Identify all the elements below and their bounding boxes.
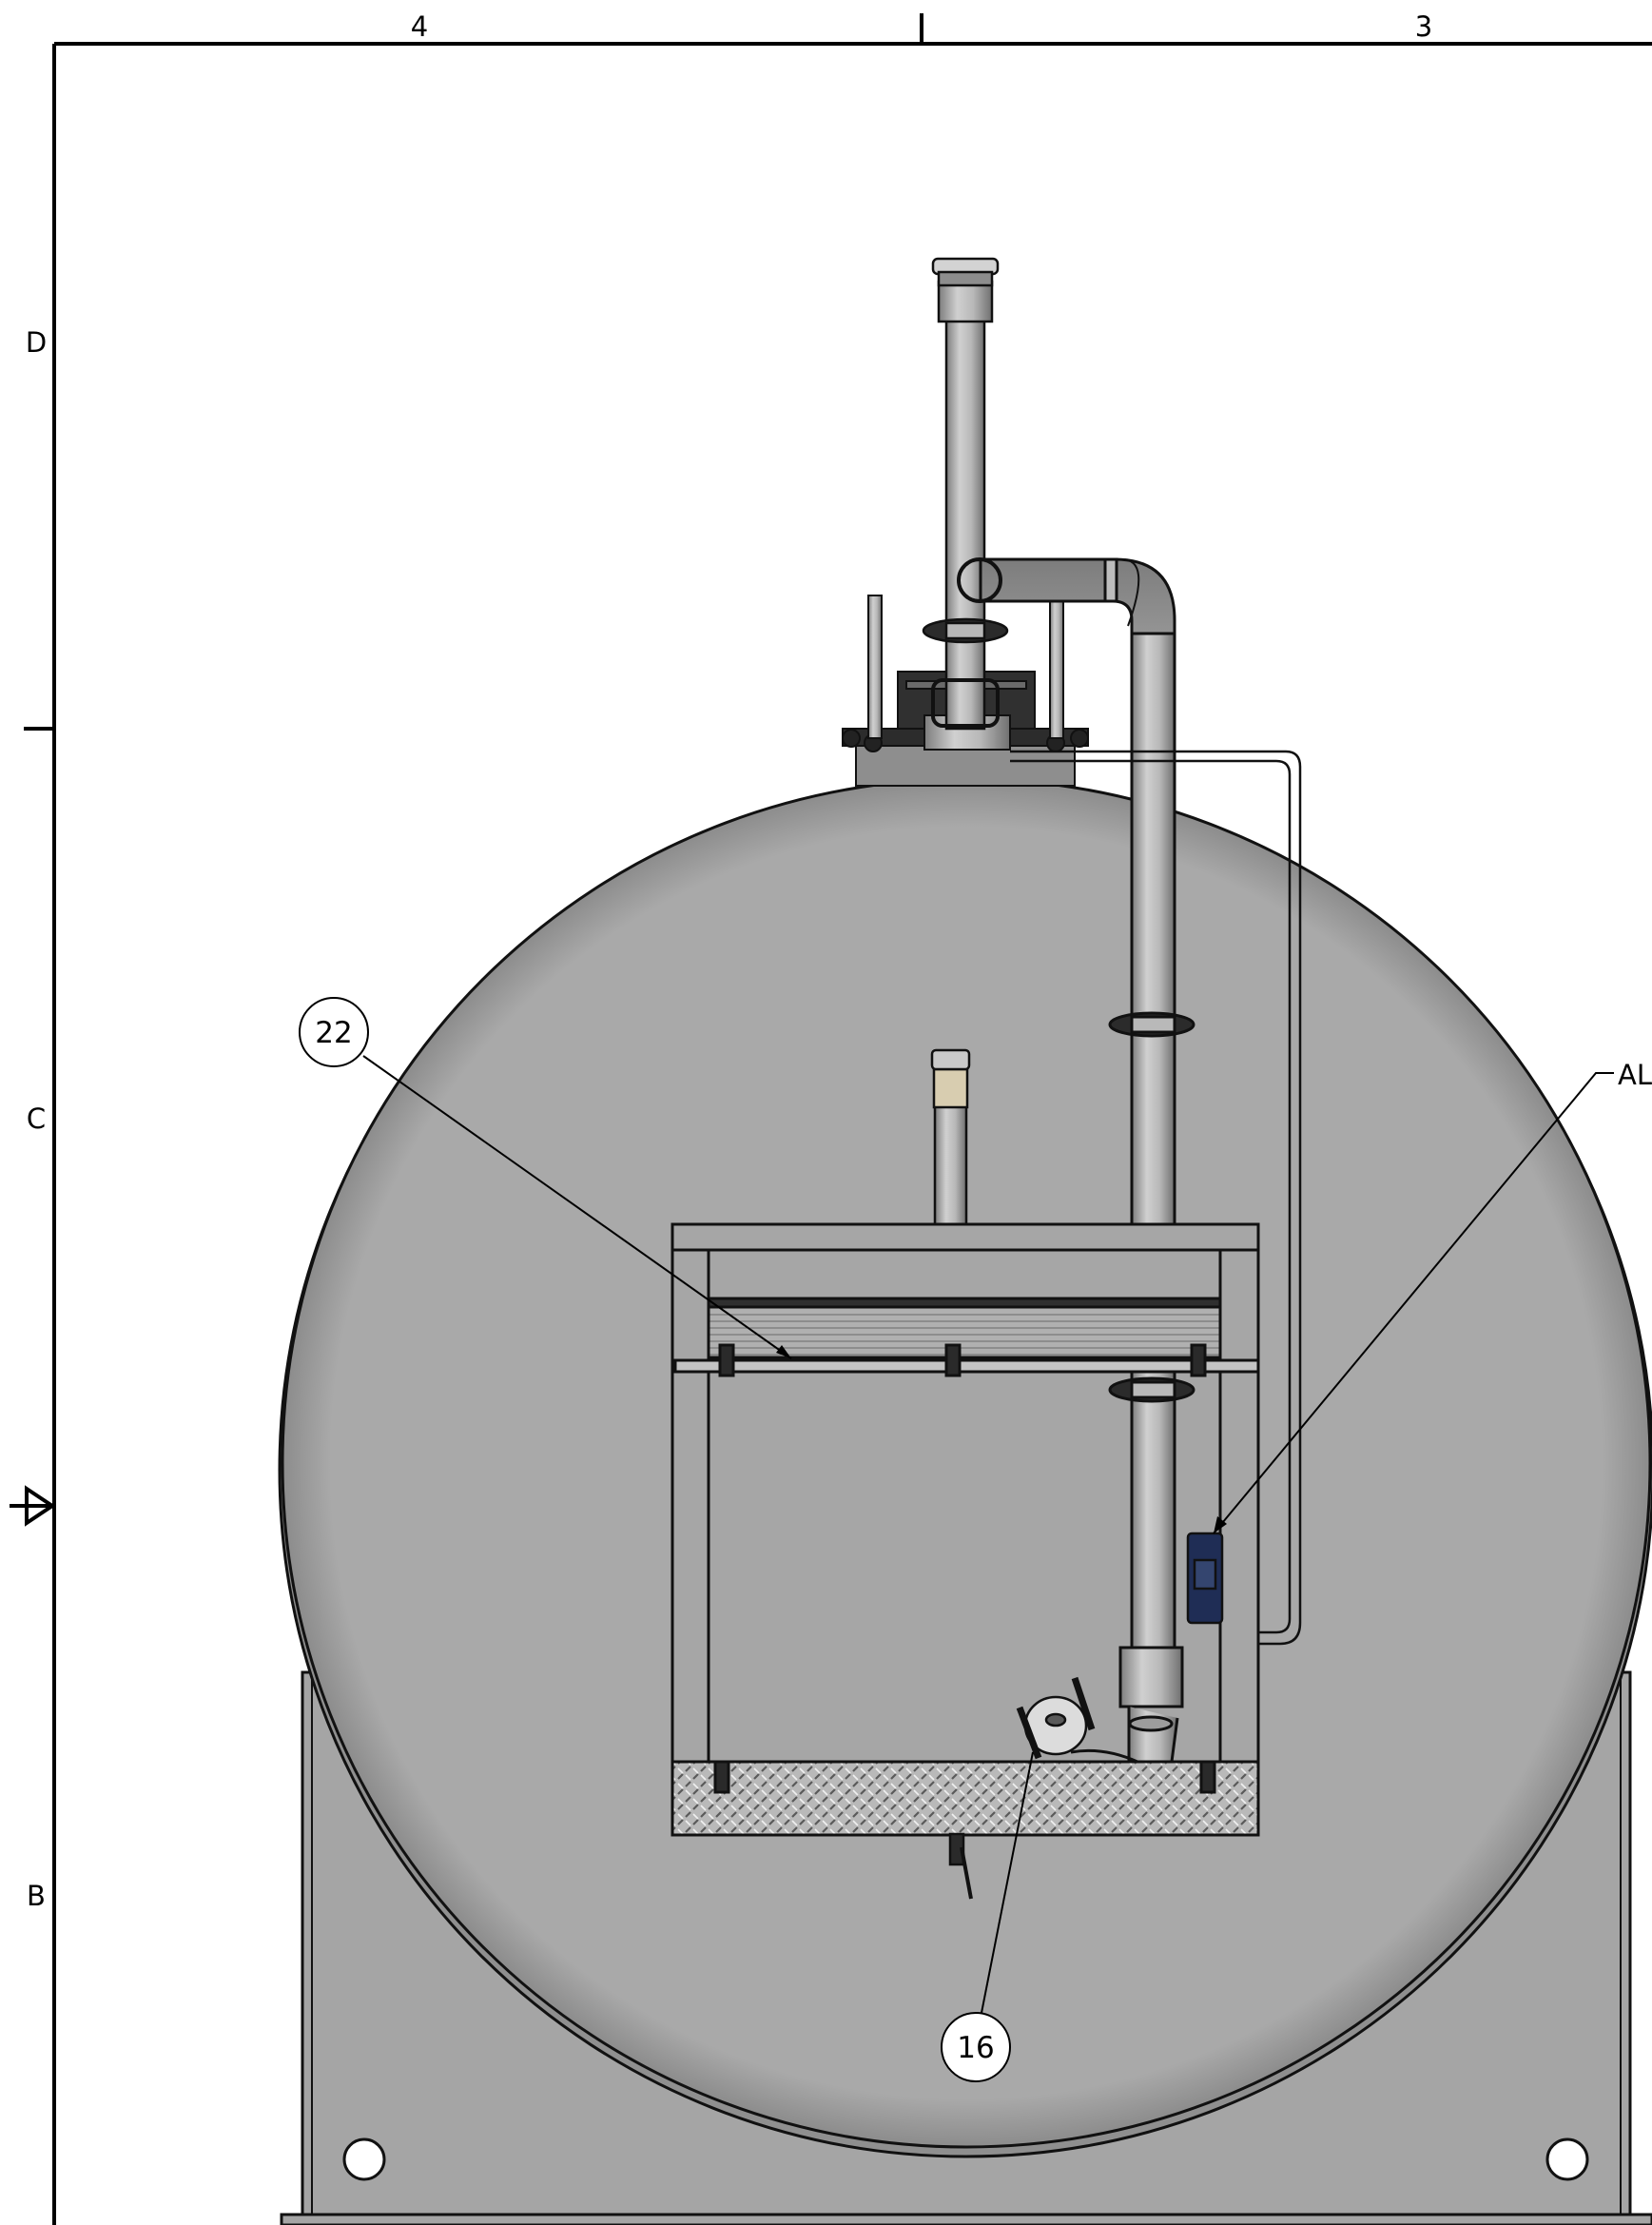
lid-rail: [673, 1358, 1260, 1374]
alarm-gauge: [1186, 1532, 1224, 1625]
balloon-16-label: 16: [957, 2031, 994, 2065]
anchor-bolt-hole-right: [1545, 2137, 1589, 2181]
vent-stub: [930, 1048, 971, 1239]
row-label-b: B: [27, 1880, 46, 1912]
fill-pipe: [957, 557, 1195, 1235]
drawing-frame: [10, 13, 1652, 2225]
anchor-bolt-hole-left: [342, 2137, 386, 2181]
vent-pipe: [922, 257, 1009, 731]
gauge-line: [1010, 750, 1302, 1646]
callout-al: AL: [1213, 1059, 1652, 1534]
row-label-c: C: [27, 1103, 46, 1135]
column-label-4: 4: [411, 10, 428, 43]
column-label-3: 3: [1415, 10, 1432, 43]
drain-valve: [948, 1832, 973, 1900]
fill-pipe-lower: [1108, 1370, 1195, 1764]
diamond-plate-floor: [671, 1760, 1260, 1837]
row-label-d: D: [26, 326, 47, 359]
float-gauge-head: [1016, 1676, 1138, 1764]
callout-16: 16: [941, 1751, 1034, 2082]
callout-22: 22: [299, 997, 792, 1359]
balloon-22-label: 22: [315, 1016, 352, 1050]
pipe-clamp-upper-left: [957, 557, 1002, 603]
note-al-label: AL: [1618, 1059, 1652, 1091]
